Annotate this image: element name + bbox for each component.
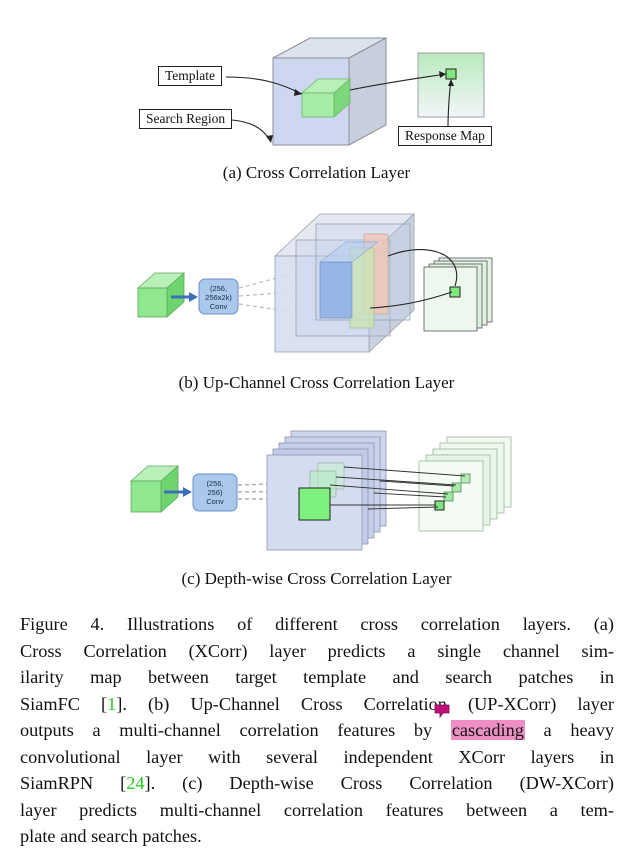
svg-text:. .: . .: [442, 450, 448, 457]
citation-link-1[interactable]: 1: [107, 693, 117, 714]
caption-c: (c) Depth-wise Cross Correlation Layer: [181, 569, 452, 588]
caption-line-7: SiamRPN [24]. (c) Depth-wise Cross Corre…: [20, 773, 614, 793]
panel-c: . . . .: [0, 415, 633, 595]
conv-block-c: [192, 473, 238, 512]
comment-annotation-icon[interactable]: [434, 704, 450, 718]
input-template-cube: [136, 272, 186, 318]
dw-xcorr-diagram: . . . .: [129, 430, 512, 551]
dw-kernels: [298, 462, 345, 521]
caption-line-9: plate and search patches.: [20, 826, 202, 846]
arrow-heads: [266, 71, 454, 143]
conv-label-c: (256, 256) Conv: [206, 479, 224, 506]
response-map-label: Response Map: [398, 126, 492, 146]
template-label: Template: [158, 66, 223, 86]
template-kernel-stack: [319, 233, 389, 329]
conv-label-b: (256, 256x2k) Conv: [205, 284, 232, 311]
svg-text:. .: . .: [286, 444, 292, 451]
correlation-curves-b: [369, 248, 458, 309]
input-template-cube-c: [129, 465, 180, 513]
panel-b: (256, 256x2k) Conv (b) Up-Channel Cross …: [0, 200, 633, 400]
output-feature-stack: [423, 257, 493, 332]
highlighted-word[interactable]: cascading: [450, 720, 525, 740]
conv-block-b: [198, 278, 239, 315]
xcorr-diagram: [225, 37, 485, 146]
caption-line-3: ilarity map between target template and …: [20, 667, 614, 687]
blue-arrow-c: [164, 487, 192, 497]
caption-line-6: convolutional layer with several indepen…: [20, 746, 614, 767]
search-region-cube: [272, 37, 387, 146]
citation-link-2[interactable]: 24: [126, 773, 145, 793]
caption-line-4: SiamFC [1]. (b) Up-Channel Cross Correla…: [20, 693, 614, 714]
dw-correlation-lines: [329, 466, 466, 510]
caption-a: (a) Cross Correlation Layer: [222, 163, 411, 182]
caption-line-1: Figure 4. Illustrations of different cro…: [20, 614, 614, 634]
search-region-label: Search Region: [139, 109, 233, 129]
caption-line-5: outputs a multi-channel correlation feat…: [20, 720, 614, 740]
up-xcorr-diagram: [136, 213, 493, 353]
dw-output-stack: . .: [418, 436, 512, 532]
caption-line-8: layer predicts multi-channel correlation…: [20, 799, 614, 820]
caption-line-2: Cross Correlation (XCorr) layer predicts…: [20, 640, 614, 661]
caption-b: (b) Up-Channel Cross Correlation Layer: [178, 373, 455, 392]
panel-a: Template Search Region Response Map (a) …: [0, 0, 633, 190]
figure-caption: Figure 4. Illustrations of different cro…: [20, 611, 614, 850]
blue-arrow-b: [171, 292, 198, 302]
template-cube: [300, 78, 352, 118]
